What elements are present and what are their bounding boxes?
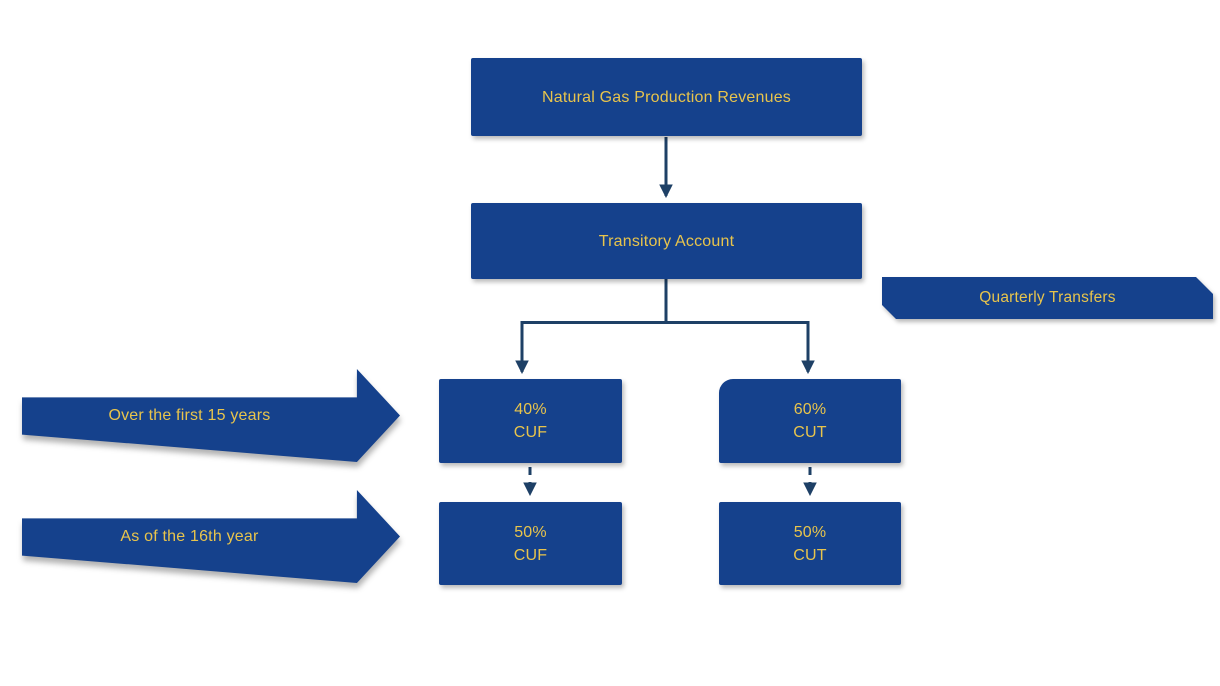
quarterly-transfers-label: Quarterly Transfers <box>979 289 1116 306</box>
branch-box-40-cuf-fund: CUF <box>513 424 548 441</box>
connector-branch-split <box>522 279 808 324</box>
period-arrow-first-15-years-label: Over the first 15 years <box>108 406 271 424</box>
transitory-account-label: Transitory Account <box>598 232 735 250</box>
quarterly-transfers-ribbon-shape: Quarterly Transfers <box>882 277 1213 319</box>
second-row-box-50-cuf-percent: 50% <box>514 523 547 541</box>
period-arrow-first-15-years: Over the first 15 years <box>22 369 400 462</box>
root-box: Natural Gas Production Revenues <box>471 58 862 136</box>
root-box-label: Natural Gas Production Revenues <box>542 88 791 106</box>
branch-box-60-cut-percent: 60% <box>793 401 827 418</box>
second-row-box-50-cut-percent: 50% <box>793 523 827 541</box>
branch-box-40-cuf-percent: 40% <box>514 401 547 418</box>
period-arrow-16th-year: As of the 16th year <box>22 490 400 583</box>
second-row-box-50-cuf-fund: CUF <box>513 546 548 564</box>
second-row-box-50-cuf: 50% CUF <box>439 502 622 585</box>
quarterly-transfers-ribbon: Quarterly Transfers <box>882 277 1213 319</box>
second-row-box-50-cut-fund: CUT <box>793 546 827 564</box>
period-arrow-16th-year-label: As of the 16th year <box>120 527 259 545</box>
transitory-account-box: Transitory Account <box>471 203 862 279</box>
second-row-box-50-cut: 50% CUT <box>719 502 901 585</box>
branch-box-40-cuf: 40% CUF <box>439 379 622 463</box>
branch-box-60-cut: 60% CUT <box>719 379 901 463</box>
branch-box-60-cut-fund: CUT <box>793 424 827 441</box>
